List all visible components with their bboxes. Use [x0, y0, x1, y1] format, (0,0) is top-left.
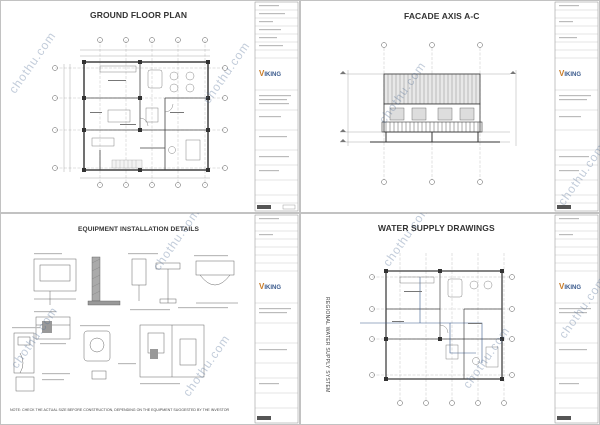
facade-drawing — [300, 0, 600, 213]
sheet-water-supply: WATER SUPPLY DRAWINGS REGIONAL WATER SUP… — [300, 213, 600, 425]
logo-mark: V — [259, 69, 265, 78]
equipment-details-drawing — [0, 213, 300, 425]
viking-logo: VIKING — [259, 69, 281, 78]
logo-text: IKING — [564, 72, 582, 78]
viking-logo: VIKING — [259, 282, 281, 291]
sheet-equipment-installation: EQUIPMENT INSTALLATION DETAILS VIKING NO… — [0, 213, 300, 425]
logo-text: IKING — [564, 285, 582, 291]
sheet-facade-axis: FACADE AXIS A-C VIKING chothu.com chothu… — [300, 0, 600, 213]
sheet-title: EQUIPMENT INSTALLATION DETAILS — [78, 226, 199, 233]
viking-logo: VIKING — [559, 69, 581, 78]
logo-text: IKING — [264, 72, 282, 78]
sheet-title: FACADE AXIS A-C — [404, 11, 480, 21]
logo-text: IKING — [264, 285, 282, 291]
sheet-title: WATER SUPPLY DRAWINGS — [378, 223, 495, 233]
viking-logo: VIKING — [559, 282, 581, 291]
water-supply-drawing — [300, 213, 600, 425]
construction-note: NOTE: CHECK THE ACTUAL SIZE BEFORE CONST… — [10, 408, 230, 412]
sheet-title: GROUND FLOOR PLAN — [90, 10, 188, 20]
sheet-ground-floor-plan: GROUND FLOOR PLAN VIKING chothu.com chot… — [0, 0, 300, 213]
logo-mark: V — [559, 69, 565, 78]
logo-mark: V — [559, 282, 565, 291]
logo-mark: V — [259, 282, 265, 291]
ground-floor-plan-drawing — [0, 0, 300, 213]
regional-water-supply-label: REGIONAL WATER SUPPLY SYSTEM — [324, 297, 330, 393]
